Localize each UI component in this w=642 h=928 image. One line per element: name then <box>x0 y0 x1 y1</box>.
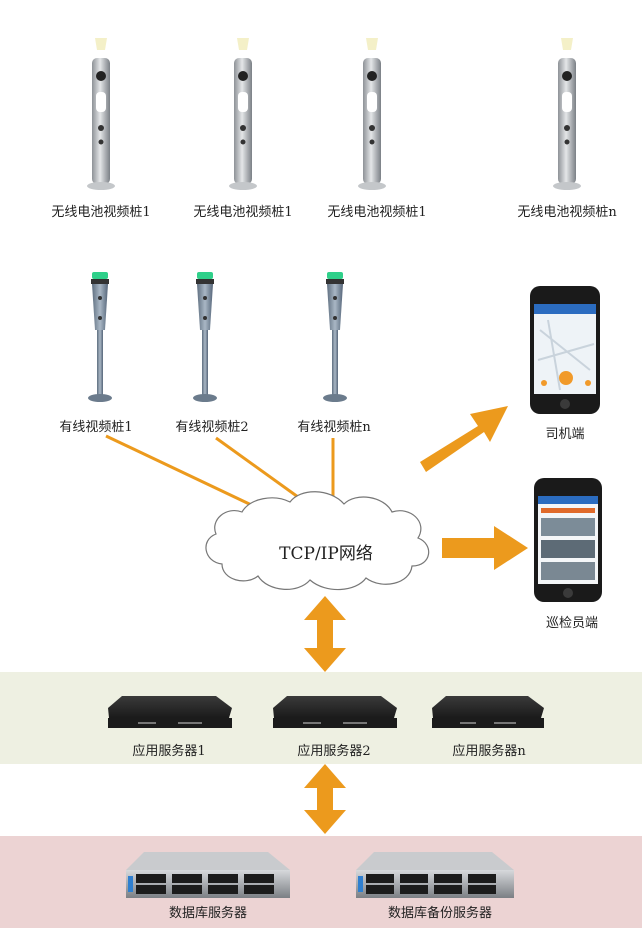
wireless-pile-label-2: 无线电池视频桩1 <box>193 205 293 220</box>
db-server-band <box>0 836 642 928</box>
db-server <box>126 852 290 898</box>
arrow-to-inspector <box>442 526 528 570</box>
wireless-pile-label-3: 无线电池视频桩1 <box>327 205 427 220</box>
wired-pile-label-3: 有线视频桩n <box>297 420 371 435</box>
wired-pile-label-2: 有线视频桩2 <box>175 420 249 435</box>
app-server-label-3: 应用服务器n <box>452 744 526 759</box>
driver-phone <box>530 286 600 414</box>
wired-pile-2 <box>193 272 217 402</box>
app-server-label-2: 应用服务器2 <box>297 744 371 759</box>
arrow-app-db <box>304 764 346 834</box>
wireless-pile-label-4: 无线电池视频桩n <box>517 205 617 220</box>
app-server-2 <box>273 696 397 728</box>
link-line-1 <box>105 434 263 512</box>
wireless-pile-3 <box>358 38 386 190</box>
db-server-label: 数据库服务器 <box>168 906 248 921</box>
wired-pile-3 <box>323 272 347 402</box>
link-line-2 <box>215 436 306 504</box>
wireless-pile-label-1: 无线电池视频桩1 <box>51 205 151 220</box>
app-server-3 <box>432 696 544 728</box>
wireless-pile-1 <box>87 38 115 190</box>
inspector-label: 巡检员端 <box>545 616 599 631</box>
inspector-phone <box>534 478 602 602</box>
wireless-pile-4 <box>553 38 581 190</box>
wired-pile-label-1: 有线视频桩1 <box>59 420 133 435</box>
db-backup-server-label: 数据库备份服务器 <box>387 906 493 921</box>
driver-label: 司机端 <box>545 427 585 442</box>
wired-pile-1 <box>88 272 112 402</box>
app-server-label-1: 应用服务器1 <box>132 744 206 759</box>
app-server-1 <box>108 696 232 728</box>
arrow-to-driver <box>420 406 508 472</box>
db-backup-server <box>356 852 514 898</box>
network-label: TCP/IP网络 <box>279 544 373 564</box>
arrow-cloud-app <box>304 596 346 672</box>
network-cloud <box>205 491 430 591</box>
wireless-pile-2 <box>229 38 257 190</box>
